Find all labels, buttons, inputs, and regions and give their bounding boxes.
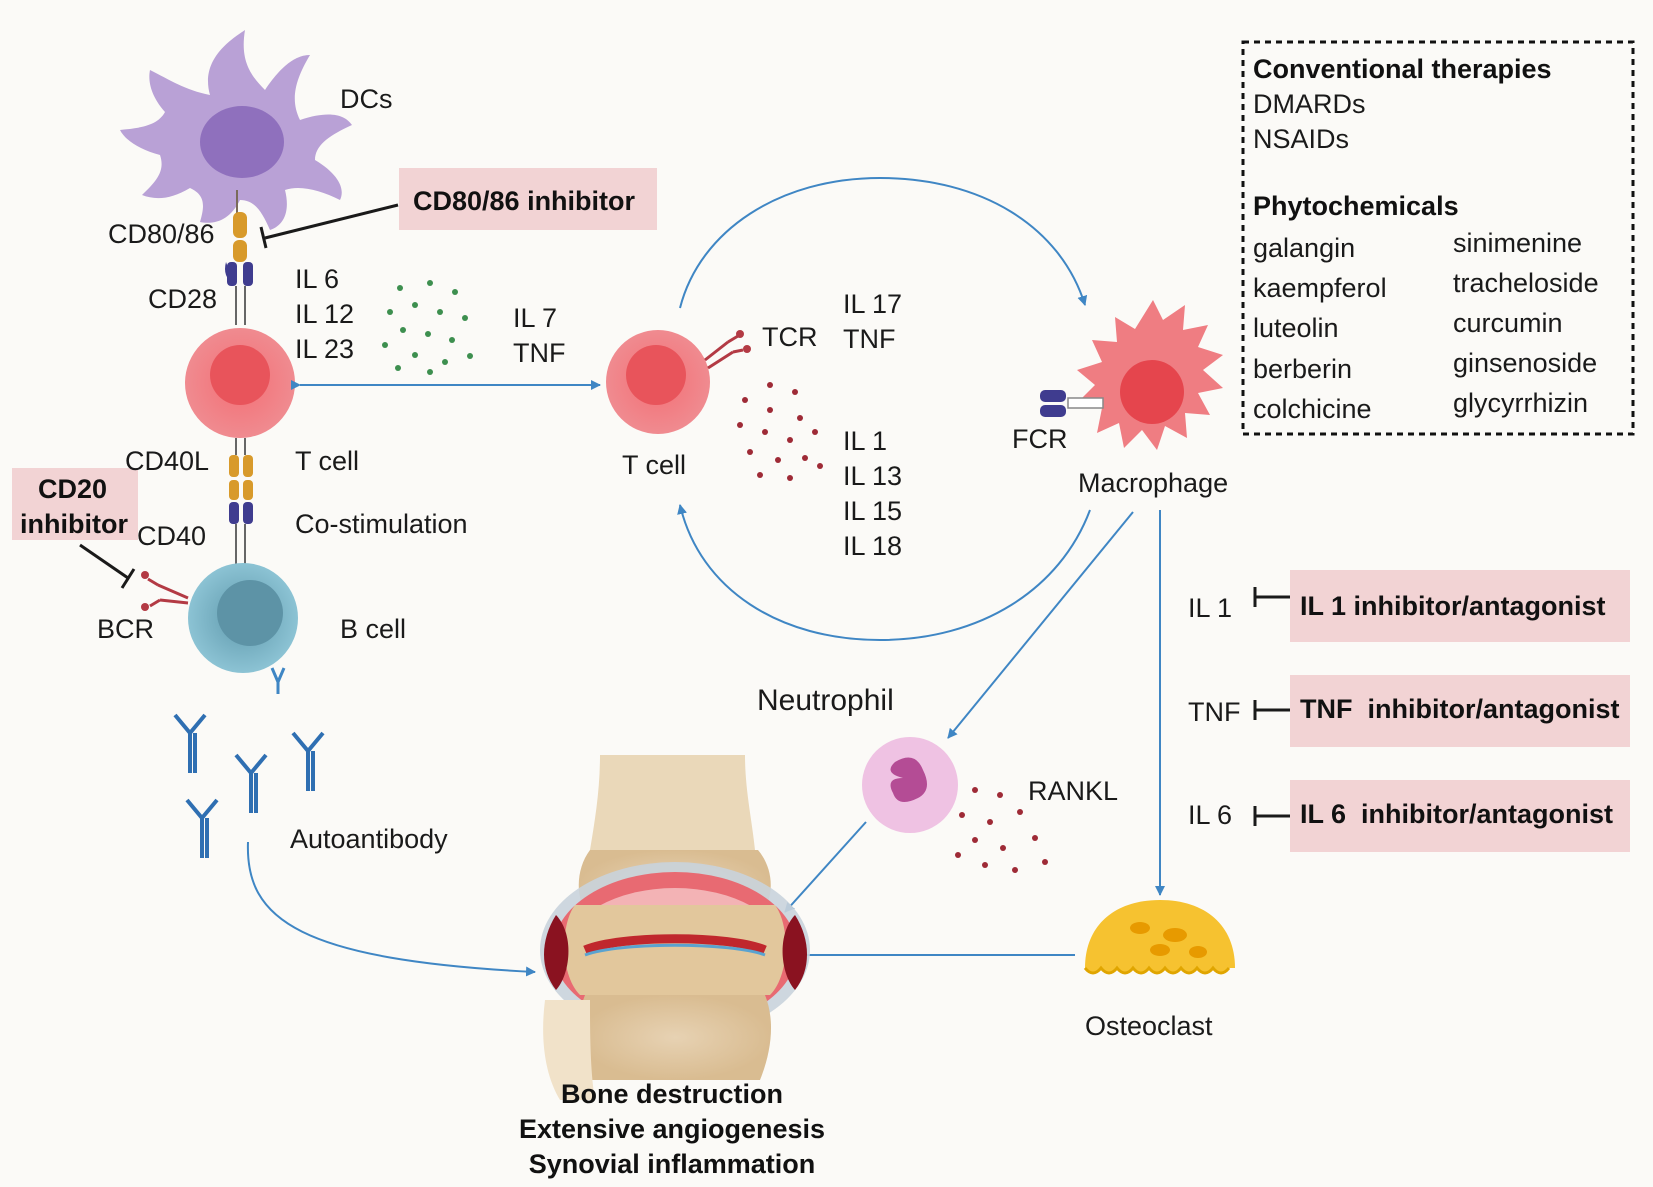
phyto-right-2: curcumin: [1453, 308, 1563, 338]
label-phyto-title: Phytochemicals: [1253, 191, 1459, 221]
label-il7: IL 7: [513, 303, 557, 333]
label-il15: IL 15: [843, 496, 902, 526]
t-cell-middle: [606, 330, 751, 434]
phyto-left-4: colchicine: [1253, 394, 1372, 424]
label-bcr: BCR: [97, 614, 154, 644]
phyto-left-3: berberin: [1253, 354, 1352, 384]
autoantibodies: [173, 713, 325, 858]
label-bcell: B cell: [340, 614, 406, 644]
label-dcs: DCs: [340, 84, 393, 114]
cd80-86-inhibitor-box: [399, 168, 657, 230]
phyto-right-3: ginsenoside: [1453, 348, 1597, 378]
macrophage-cell: [1040, 300, 1223, 450]
label-tnf-target: TNF: [1188, 697, 1240, 727]
label-il6: IL 6: [295, 264, 339, 294]
label-cd40l: CD40L: [125, 446, 209, 476]
arrow-macrophage-neutrophil: [947, 511, 1134, 739]
inhibition-bars-right: [1253, 587, 1290, 826]
dc-tcell-synapse: [225, 190, 253, 325]
rankl-dots: [955, 787, 1048, 873]
il6-inhibitor-box: [1290, 780, 1630, 852]
label-cd40: CD40: [137, 521, 206, 551]
phyto-right-0: sinimenine: [1453, 228, 1582, 258]
cd20-inhibition-bar: [120, 568, 136, 589]
label-il1-inhibitor: IL 1 inhibitor/antagonist: [1300, 591, 1606, 621]
dendritic-cell: [120, 30, 352, 230]
cytokine-dots-red: [737, 382, 823, 481]
label-nsaids: NSAIDs: [1253, 124, 1349, 154]
cd80-86-inhibition-line: [264, 203, 399, 240]
bcr-receptor: [141, 571, 189, 611]
therapies-box: [1241, 40, 1635, 436]
t-cell-left: [185, 328, 295, 438]
label-synovial-inflammation: Synovial inflammation: [529, 1149, 816, 1179]
label-il17: IL 17: [843, 289, 902, 319]
label-cd80-86-inhibitor: CD80/86 inhibitor: [413, 186, 636, 216]
cd20-inhibitor-box: [12, 468, 138, 540]
phyto-left-0: galangin: [1253, 233, 1355, 263]
joint-illustration: [540, 755, 810, 1100]
label-fcr: FCR: [1012, 424, 1068, 454]
arrow-autoantibody-joint: [246, 841, 536, 977]
arrow-neutrophil-joint: [784, 821, 867, 913]
label-costimulation: Co-stimulation: [295, 509, 468, 539]
label-conventional-title: Conventional therapies: [1253, 54, 1552, 84]
label-il6-target: IL 6: [1188, 800, 1232, 830]
label-dmards: DMARDs: [1253, 89, 1366, 119]
label-tcell-mid: T cell: [622, 450, 686, 480]
il1-inhibitor-box: [1290, 570, 1630, 642]
phyto-right-1: tracheloside: [1453, 268, 1599, 298]
osteoclast-cell: [1083, 900, 1235, 975]
label-tcell-left: T cell: [295, 446, 359, 476]
cytokine-dots-green: [382, 280, 473, 375]
label-tnf-mid: TNF: [843, 324, 895, 354]
cd20-inhibition-line: [79, 543, 129, 580]
label-il18: IL 18: [843, 531, 902, 561]
arrow-macrophage-to-tcell: [677, 504, 1091, 642]
label-tnf-left: TNF: [513, 338, 565, 368]
neutrophil-cell: [862, 737, 958, 833]
label-neutrophil: Neutrophil: [757, 684, 894, 717]
label-inhibitor: inhibitor: [20, 509, 128, 539]
tnf-inhibitor-box: [1290, 675, 1630, 747]
phyto-right-4: glycyrrhizin: [1453, 388, 1588, 418]
arrow-tcell-to-macrophage: [679, 176, 1088, 309]
cd40-synapse: [229, 438, 253, 565]
cd80-86-inhibition-bar: [259, 226, 268, 249]
phyto-left-2: luteolin: [1253, 313, 1339, 343]
label-il23: IL 23: [295, 334, 354, 364]
label-tnf-inhibitor: TNF inhibitor/antagonist: [1300, 694, 1619, 724]
label-angiogenesis: Extensive angiogenesis: [519, 1114, 825, 1144]
label-tcr: TCR: [762, 322, 818, 352]
label-il13: IL 13: [843, 461, 902, 491]
phyto-left-1: kaempferol: [1253, 273, 1387, 303]
label-osteoclast: Osteoclast: [1085, 1011, 1213, 1041]
label-macrophage: Macrophage: [1078, 468, 1228, 498]
label-cd28: CD28: [148, 284, 217, 314]
label-cd80-86: CD80/86: [108, 219, 215, 249]
label-autoantibody: Autoantibody: [290, 824, 448, 854]
label-il6-inhibitor: IL 6 inhibitor/antagonist: [1300, 799, 1613, 829]
label-il12: IL 12: [295, 299, 354, 329]
b-cell: [188, 563, 298, 694]
label-il1: IL 1: [843, 426, 887, 456]
label-cd20: CD20: [38, 474, 107, 504]
label-il1-target: IL 1: [1188, 593, 1232, 623]
label-rankl: RANKL: [1028, 776, 1118, 806]
label-bone-destruction: Bone destruction: [561, 1079, 783, 1109]
